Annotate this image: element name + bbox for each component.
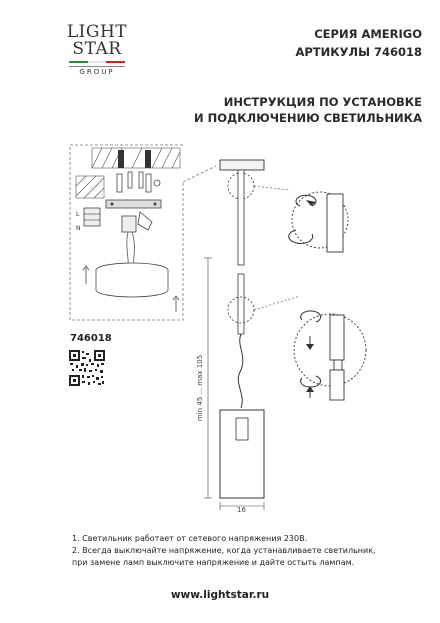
width-dimension-label: 16: [237, 506, 246, 514]
series-label: СЕРИЯ AMERIGO: [314, 27, 422, 41]
height-dimension: min 45 ... max 105: [192, 354, 212, 426]
instruction-title: ИНСТРУКЦИЯ ПО УСТАНОВКЕ И ПОДКЛЮЧЕНИЮ СВ…: [194, 94, 422, 126]
logo-line-group: GROUP: [69, 66, 125, 76]
title-line-1: ИНСТРУКЦИЯ ПО УСТАНОВКЕ: [223, 95, 422, 109]
socket: [235, 417, 249, 441]
title-line-2: И ПОДКЛЮЧЕНИЮ СВЕТИЛЬНИКА: [193, 111, 422, 125]
screws: [116, 171, 161, 193]
mounting-plate: [105, 199, 162, 209]
connector-block: [121, 215, 137, 233]
note-1: 1. Светильник работает от сетевого напря…: [72, 534, 308, 543]
rod-top: [237, 169, 245, 266]
logo-line-light: LIGHT: [66, 22, 128, 42]
website-link[interactable]: www.lightstar.ru: [170, 589, 270, 601]
product-code: 746018: [70, 333, 112, 344]
logo-line-star: STAR: [72, 39, 122, 59]
detail-box: [69, 144, 184, 321]
wire-label-n: N: [76, 225, 81, 232]
clamp: [137, 211, 153, 231]
brand-logo: LIGHT STAR GROUP: [62, 22, 132, 77]
wire-label-l: L: [76, 211, 80, 218]
cable: [237, 333, 244, 409]
canopy-plate: [219, 159, 265, 171]
detail-callout-line: [182, 165, 217, 183]
canopy-body: [95, 270, 169, 298]
ceiling-holes: [118, 150, 124, 168]
height-dimension-label: min 45 ... max 105: [196, 354, 205, 422]
logo-flag: [69, 61, 126, 63]
safety-notes: 1. Светильник работает от сетевого напря…: [72, 533, 402, 569]
wall-hatch: [75, 175, 105, 199]
article-label: АРТИКУЛЫ 746018: [295, 45, 422, 59]
terminal-block: [83, 207, 101, 227]
rod-bottom: [237, 273, 245, 335]
note-2a: 2. Всегда выключайте напряжение, когда у…: [72, 546, 376, 555]
ceiling-hatch: [91, 147, 181, 169]
qr-code-icon: [68, 349, 106, 387]
note-2b: при замене ламп выключите напряжение и д…: [72, 558, 355, 567]
